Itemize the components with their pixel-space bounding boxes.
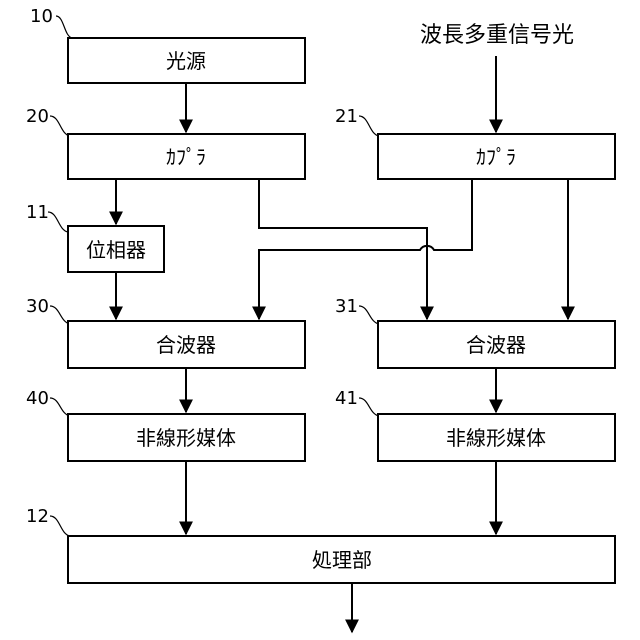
combiner-right-block: 合波器: [378, 321, 615, 368]
coupler-left-label: ｶﾌﾟﾗ: [166, 145, 206, 169]
phase-shifter-label: 位相器: [86, 238, 146, 262]
ref-combiner-left: 30: [26, 296, 49, 317]
nonlinear-right-block: 非線形媒体: [378, 414, 615, 461]
ref-combiner-right: 31: [335, 296, 358, 317]
processor-block: 処理部: [68, 536, 615, 583]
light-source-label: 光源: [166, 49, 206, 73]
light-source-block: 光源: [68, 38, 305, 83]
nonlinear-left-label: 非線形媒体: [136, 426, 236, 450]
processor-label: 処理部: [312, 548, 372, 572]
input-signal-label: 波長多重信号光: [420, 23, 574, 48]
ref-nonlinear-right: 41: [335, 388, 358, 409]
phase-shifter-block: 位相器: [68, 226, 164, 272]
ref-coupler-left: 20: [26, 106, 49, 127]
ref-coupler-right: 21: [335, 106, 358, 127]
combiner-right-label: 合波器: [466, 333, 526, 357]
line-coupler-right-to-combiner-left: [259, 179, 472, 319]
ref-processor: 12: [26, 506, 49, 527]
coupler-right-label: ｶﾌﾟﾗ: [476, 145, 516, 169]
combiner-left-block: 合波器: [68, 321, 305, 368]
leader-combiner-right: [359, 306, 379, 324]
coupler-right-block: ｶﾌﾟﾗ: [378, 134, 615, 179]
ref-light-source: 10: [30, 6, 53, 27]
nonlinear-right-label: 非線形媒体: [446, 426, 546, 450]
leader-processor: [50, 516, 70, 536]
nonlinear-left-block: 非線形媒体: [68, 414, 305, 461]
ref-nonlinear-left: 40: [26, 388, 49, 409]
leader-phase-shifter: [48, 212, 68, 232]
leader-coupler-right: [359, 116, 379, 136]
combiner-left-label: 合波器: [156, 333, 216, 357]
leader-light-source: [56, 16, 72, 38]
leader-nonlinear-right: [359, 398, 379, 416]
ref-phase-shifter: 11: [26, 202, 49, 223]
coupler-left-block: ｶﾌﾟﾗ: [68, 134, 305, 179]
